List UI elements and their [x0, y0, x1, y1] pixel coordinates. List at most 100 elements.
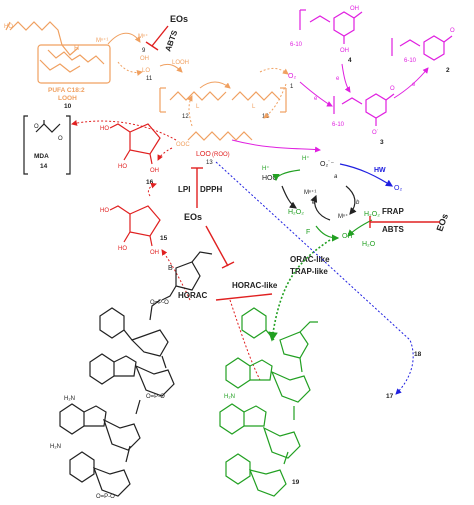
loo-to-superoxide-arrow	[231, 139, 321, 153]
base-b-label: B	[168, 265, 173, 272]
compound-number-19: 19	[292, 479, 300, 486]
compound-number-14: 14	[40, 163, 48, 170]
loo-to-l-arrow	[187, 95, 193, 127]
sugar15-oh: OH	[150, 250, 159, 256]
tocopherol4-range: 6-10	[290, 42, 303, 48]
oh-to-dna-arrow	[268, 239, 331, 342]
eos-mid-label: EOs	[184, 212, 202, 222]
tocopherol3-o2: O˙	[372, 130, 379, 136]
tocopherol4-oh2: OH	[340, 48, 349, 54]
compound-number-4: 4	[348, 57, 352, 64]
sugar-16	[109, 123, 161, 165]
compound-number-1: 1	[290, 84, 294, 90]
tocopherol3-range: 6-10	[332, 122, 345, 128]
15-to-16-arrow	[147, 182, 157, 197]
mda-bracket	[23, 115, 71, 175]
lo-top: LO	[142, 68, 150, 74]
looh-top: LOOH	[172, 60, 189, 66]
compound-number-9: 9	[142, 48, 146, 54]
4-to-3-arrow	[341, 63, 351, 93]
eos-mid-inhibit-bar	[221, 261, 235, 269]
sugar16-ho2: HO	[118, 164, 127, 170]
dna-strand-green	[219, 307, 318, 497]
o2-blue: O₂	[394, 185, 402, 192]
eos-top-inhibit-bar	[145, 41, 159, 51]
tocopherol2-range: 6-10	[404, 58, 417, 64]
h2o2-b: H₂O₂	[364, 211, 380, 218]
radical-l-left: L	[196, 104, 200, 110]
mda-o2: O	[58, 136, 63, 142]
compound-number-12b: 12	[262, 114, 269, 120]
superoxide-label: O₂˙⁻	[320, 160, 334, 168]
h2n-label-a: H₂N	[64, 396, 75, 402]
h2n-label-b: H₂N	[50, 444, 61, 450]
metal-n1-top: Mⁿ⁺¹	[96, 37, 108, 44]
dna-strand-black	[59, 251, 213, 497]
metal-arrow	[107, 32, 141, 45]
compound-number-16: 16	[146, 179, 154, 186]
trap-like-label: TRAP-like	[290, 267, 328, 276]
compound-number-3: 3	[380, 139, 384, 146]
sugar16-ho: HO	[100, 126, 109, 132]
e-label-a: e	[336, 76, 340, 82]
o2-dashed-arrow	[259, 67, 289, 75]
compound-number-15: 15	[160, 235, 168, 242]
orac-like-label: ORAC-like	[290, 255, 330, 264]
resonance-arrow	[199, 81, 231, 89]
pufa-to-lo-arrow	[117, 61, 143, 76]
sugar15-ho: HO	[100, 208, 109, 214]
pufa-h: H	[74, 45, 79, 52]
mda-o: O	[34, 124, 39, 130]
compound-number-11: 11	[146, 76, 153, 82]
pufa-molecule	[5, 21, 111, 84]
tocopherol3-o: O	[390, 86, 395, 92]
label-a-italic: a	[334, 174, 338, 180]
tocopherol-4	[299, 9, 363, 44]
compound-number-13: 13	[206, 160, 213, 166]
lpi-label: LPI	[178, 185, 190, 194]
radical-l-right: L	[252, 104, 256, 110]
pufa-oh: HO	[4, 24, 13, 30]
tocopherol-3	[333, 93, 395, 126]
tocopherol-2	[391, 35, 453, 61]
fenton-cycle	[272, 169, 373, 242]
e-label-b: e	[412, 82, 416, 88]
abts-right-label: ABTS	[382, 225, 404, 234]
h2o-label: H₂O	[362, 241, 376, 248]
phos-label-3: O=P-O	[96, 494, 115, 500]
o2-to-3-arrow	[299, 81, 333, 107]
pufa-label-line1: PUFA C18:2	[48, 87, 85, 94]
horac-red-dashed	[229, 299, 261, 381]
oh-top: OH	[140, 56, 149, 62]
o2-to-loo-arrow	[263, 83, 287, 119]
lipid-radical-12-left	[159, 87, 227, 113]
o2-top: O₂	[288, 73, 296, 80]
compound-number-10: 10	[64, 103, 72, 110]
dpph-label: DPPH	[200, 185, 222, 194]
pufa-label-line2: LOOH	[58, 95, 77, 102]
tocopherol4-oh: OH	[350, 6, 359, 12]
hw-arrow	[339, 163, 394, 187]
eos-mid-inhibit	[205, 225, 229, 267]
phos-label-2: O=P-O	[146, 394, 165, 400]
sugar-15	[109, 205, 161, 247]
h-plus-a: H⁺	[302, 155, 310, 162]
mda-label: MDA	[34, 153, 49, 160]
eos-top-label: EOs	[170, 14, 188, 24]
eos-top-inhibit	[151, 25, 169, 47]
compound-number-2: 2	[446, 67, 450, 74]
tocopherol2-o: O	[450, 28, 455, 34]
label-b-italic: b	[356, 200, 360, 206]
horac-inhibit	[215, 293, 273, 301]
horac-like-label: HORAC-like	[232, 281, 278, 290]
e-label-c: e	[314, 96, 318, 102]
f-label: F	[306, 229, 310, 236]
hooh-label: HOO	[262, 175, 279, 182]
h2n-label-c: H₂N	[224, 394, 235, 400]
loo-label: LOO	[196, 151, 211, 158]
metal-loop-b: Mⁿ⁺	[338, 213, 348, 220]
sugar16-oh: OH	[150, 168, 159, 174]
horac-label: HORAC	[178, 291, 208, 300]
3-to-2-arrow	[393, 67, 429, 99]
